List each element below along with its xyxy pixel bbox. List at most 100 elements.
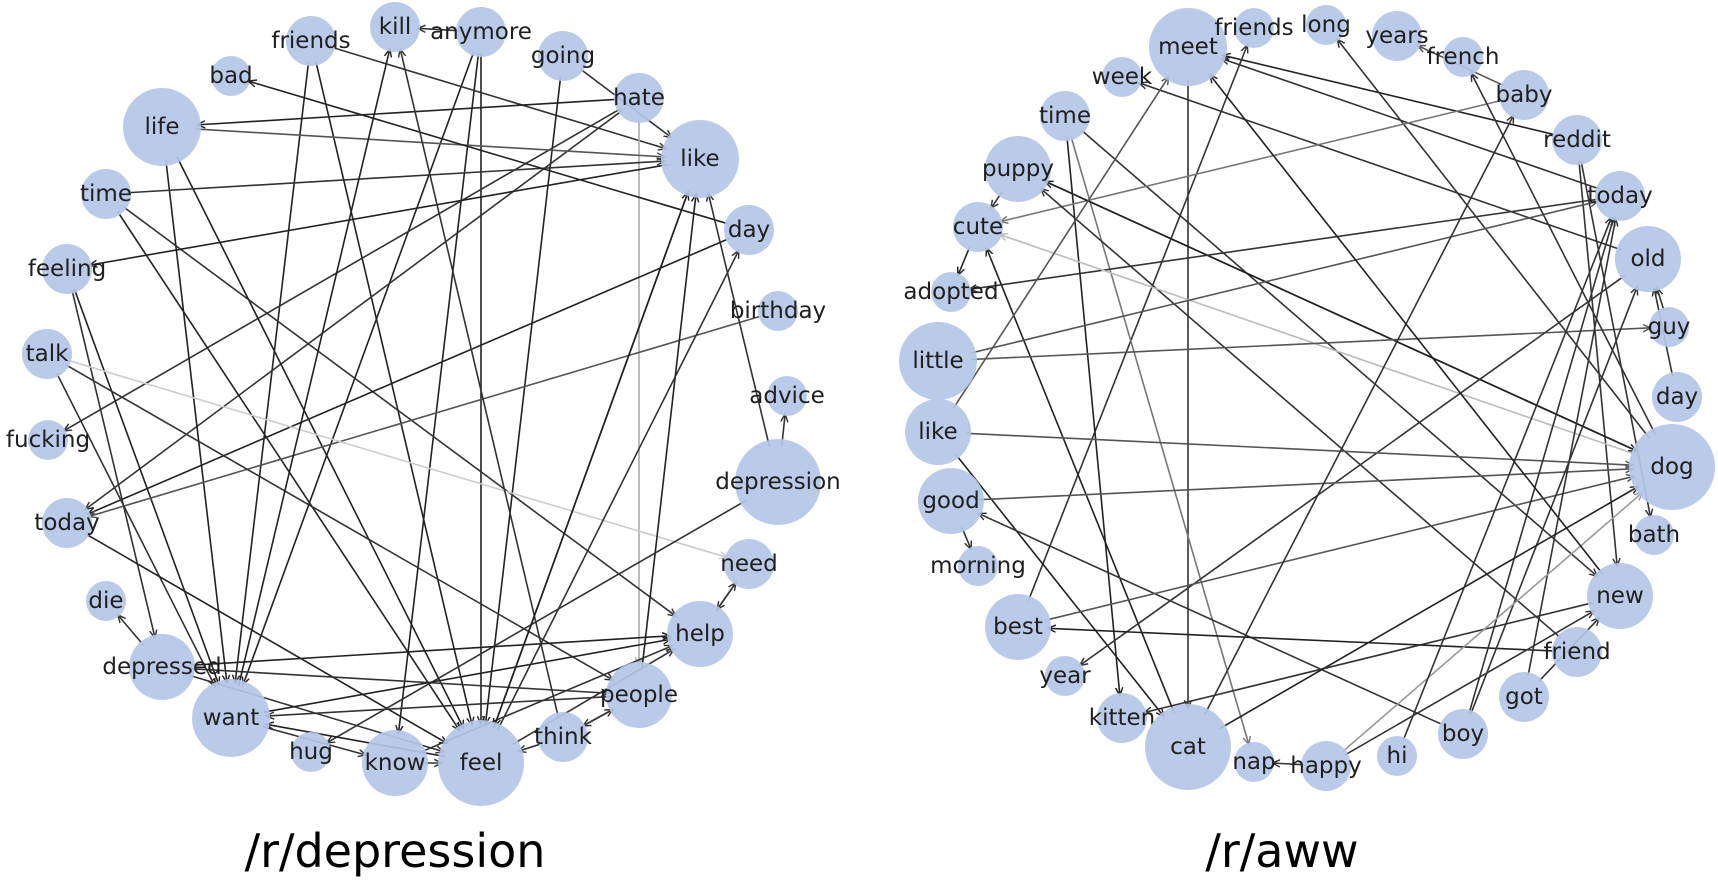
- edge-birthday-to-today: [89, 315, 762, 517]
- node-label: time: [1039, 103, 1091, 129]
- edge-talk-to-people: [65, 363, 613, 681]
- edge-old-to-week: [1139, 83, 1622, 251]
- edge-cute-to-adopted: [958, 246, 971, 276]
- node-need: need: [720, 539, 778, 589]
- node-happy: happy: [1290, 741, 1362, 791]
- panel-title-aww: /r/aww: [1205, 824, 1358, 878]
- edge-boy-to-today: [1468, 218, 1614, 714]
- edge-want-to-help: [263, 639, 671, 713]
- edge-boy-to-old: [1469, 287, 1638, 715]
- edge-cat-to-dog: [1219, 486, 1639, 730]
- node-circle: [767, 376, 807, 416]
- node-circle: [28, 420, 68, 460]
- edge-best-to-friends: [1027, 45, 1247, 602]
- node-kill: kill: [370, 2, 420, 52]
- node-hug: hug: [289, 732, 333, 772]
- edge-anymore-to-kill: [417, 28, 460, 30]
- node-label: cat: [1170, 734, 1206, 760]
- edge-new-to-kitten: [1144, 601, 1593, 713]
- node-circle: [931, 272, 971, 312]
- node-label: friend: [1543, 639, 1610, 665]
- node-circle: [1443, 37, 1483, 77]
- node-got: got: [1499, 672, 1549, 722]
- node-label: want: [203, 705, 260, 731]
- edge-like-to-feeling: [89, 163, 668, 265]
- node-little: little: [899, 322, 977, 400]
- edge-reddit-to-new: [1578, 161, 1617, 566]
- edge-boy-to-good: [978, 513, 1444, 726]
- node-label: today: [1587, 183, 1652, 209]
- node-label: hug: [289, 739, 333, 765]
- node-label: talk: [26, 341, 70, 367]
- node-label: birthday: [730, 298, 826, 324]
- node-label: think: [534, 724, 593, 750]
- node-circle: [81, 169, 131, 219]
- node-label: feel: [460, 750, 503, 776]
- node-circle: [22, 329, 72, 379]
- node-label: years: [1365, 23, 1428, 49]
- node-circle: [758, 291, 798, 331]
- edge-feeling-to-depressed: [71, 289, 155, 638]
- edge-life-to-want: [165, 159, 227, 683]
- node-label: reddit: [1543, 127, 1611, 153]
- node-morning: morning: [930, 546, 1026, 586]
- edge-talk-to-need: [67, 359, 727, 557]
- edge-talk-to-want: [55, 372, 216, 687]
- node-circle: [1652, 372, 1702, 422]
- node-circle: [1234, 8, 1274, 48]
- edge-anymore-to-know: [398, 53, 480, 733]
- edge-friends-to-like: [331, 46, 666, 149]
- node-circle: [42, 498, 92, 548]
- node-know: know: [362, 730, 428, 796]
- node-label: depressed: [102, 654, 221, 680]
- node-die: die: [86, 581, 126, 621]
- node-reddit: reddit: [1543, 115, 1611, 165]
- node-label: happy: [1290, 753, 1361, 779]
- node-anymore: anymore: [430, 7, 532, 57]
- node-circle: [985, 136, 1051, 202]
- node-circle: [958, 546, 998, 586]
- edge-life-to-feel: [176, 156, 464, 729]
- node-circle: [1499, 672, 1549, 722]
- node-label: hi: [1387, 743, 1408, 769]
- edge-day-to-today: [88, 237, 730, 514]
- edge-happy-to-new: [1343, 611, 1594, 757]
- node-label: friends: [271, 28, 350, 54]
- node-label: like: [680, 146, 719, 172]
- node-meet: meet: [1149, 8, 1227, 86]
- node-best: best: [985, 594, 1051, 660]
- node-boy: boy: [1438, 709, 1488, 759]
- edge-friend-to-puppy: [1040, 188, 1562, 639]
- node-label: good: [922, 488, 979, 514]
- node-label: going: [531, 43, 595, 69]
- node-label: week: [1092, 64, 1153, 90]
- node-label: adopted: [903, 279, 998, 305]
- edge-like-to-meet: [952, 76, 1169, 409]
- node-label: cute: [953, 214, 1003, 240]
- node-circle: [211, 56, 251, 96]
- node-label: guy: [1648, 314, 1691, 340]
- edge-little-to-today: [970, 201, 1598, 354]
- edge-like-to-cat: [954, 453, 1164, 717]
- node-label: people: [600, 682, 678, 708]
- node-label: anymore: [430, 19, 532, 45]
- node-label: old: [1630, 246, 1665, 272]
- edge-friend-to-best: [1048, 628, 1556, 652]
- panel-title-depression: /r/depression: [245, 824, 546, 878]
- edge-like-to-feel: [494, 189, 690, 726]
- node-circle: [1552, 115, 1602, 165]
- node-label: bad: [209, 63, 252, 89]
- edge-day-to-bad: [248, 81, 729, 225]
- node-years: years: [1365, 11, 1429, 61]
- node-circle: [42, 244, 92, 294]
- node-circle: [456, 7, 506, 57]
- node-talk: talk: [22, 329, 72, 379]
- edge-depressed-to-die: [118, 615, 145, 647]
- edge-feel-to-day: [496, 250, 738, 731]
- node-circle: [1149, 8, 1227, 86]
- node-label: morning: [930, 553, 1026, 579]
